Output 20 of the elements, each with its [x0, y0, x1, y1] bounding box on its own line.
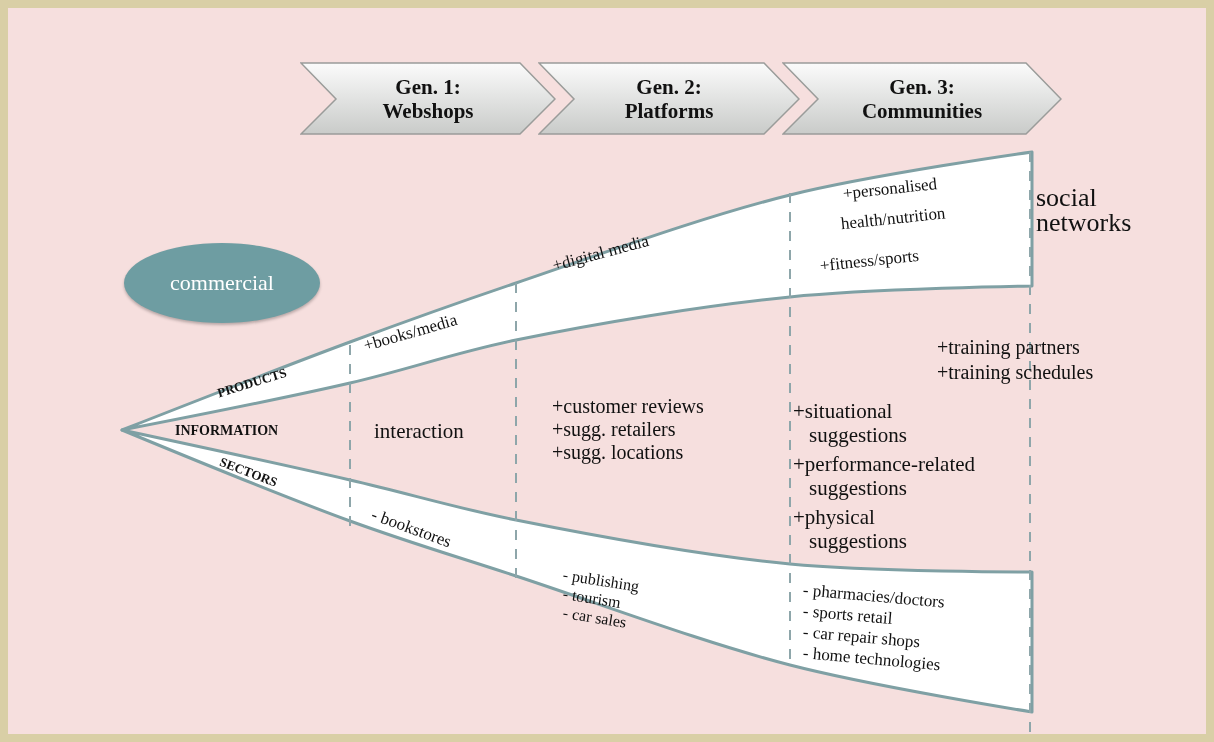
category-label: commercial	[170, 270, 274, 296]
column-text: +performance-related suggestions	[793, 451, 977, 501]
column-text: +physical suggestions	[793, 504, 908, 554]
generation-header	[538, 62, 800, 136]
stage-title: Gen. 2: Platforms	[623, 74, 715, 124]
stage-title: Gen. 1: Webshops	[381, 74, 475, 124]
stage-title: Gen. 3: Communities	[860, 74, 984, 124]
column-text: social networks	[1036, 186, 1133, 236]
band-text: +fitness/sports	[819, 245, 920, 276]
band-label: INFORMATION	[175, 422, 279, 440]
column-text: +sugg. retailers	[552, 417, 676, 441]
column-text: +sugg. locations	[552, 440, 684, 464]
band-text: +personalised health/nutrition	[838, 173, 948, 235]
column-text: +customer reviews	[552, 394, 704, 418]
column-text: +situational suggestions	[793, 398, 908, 448]
column-text: +training partners	[937, 335, 1080, 359]
column-text: interaction	[374, 418, 464, 444]
band-text: +digital media	[550, 231, 651, 276]
generation-header	[300, 62, 556, 136]
column-text: +training schedules	[937, 360, 1094, 384]
